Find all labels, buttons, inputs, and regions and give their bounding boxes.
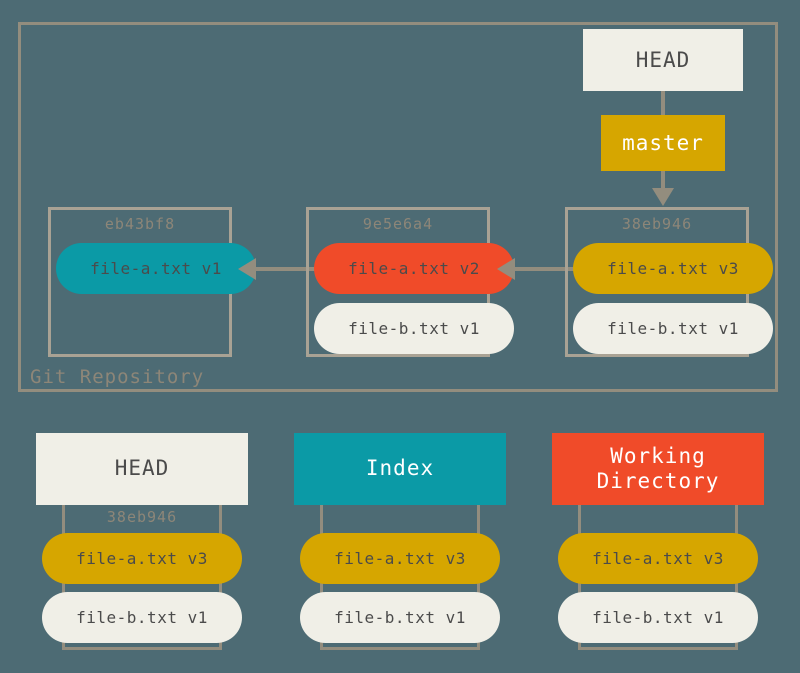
commit-3-file-b-pill[interactable]: file-b.txt v1: [573, 303, 773, 354]
git-repository-label: Git Repository: [30, 366, 205, 388]
area-index-file-b-pill[interactable]: file-b.txt v1: [300, 592, 500, 643]
commit-1-file-a-pill[interactable]: file-a.txt v1: [56, 243, 256, 294]
commit-hash-1: eb43bf8: [104, 215, 176, 233]
area-head-file-b-pill[interactable]: file-b.txt v1: [42, 592, 242, 643]
commit-hash-2: 9e5e6a4: [362, 215, 434, 233]
commit-3-file-a-pill[interactable]: file-a.txt v3: [573, 243, 773, 294]
commit-2-file-a-pill[interactable]: file-a.txt v2: [314, 243, 514, 294]
arrow-down-icon: [652, 188, 674, 206]
commit-2-file-b-pill[interactable]: file-b.txt v1: [314, 303, 514, 354]
area-working-directory-title-line2: Directory: [596, 469, 720, 493]
connector-commit3-to-commit2: [515, 267, 575, 271]
connector-head-to-master: [661, 91, 665, 115]
area-working-directory-title-line1: Working: [610, 443, 706, 468]
area-index-file-a-pill[interactable]: file-a.txt v3: [300, 533, 500, 584]
area-head-subtitle: 38eb946: [106, 508, 178, 526]
area-working-directory-file-b-pill[interactable]: file-b.txt v1: [558, 592, 758, 643]
area-head-header[interactable]: HEAD: [36, 433, 248, 505]
master-branch-box[interactable]: master: [601, 115, 725, 171]
arrow-left-icon-1: [238, 258, 256, 280]
head-pointer-box[interactable]: HEAD: [583, 29, 743, 91]
area-working-directory-file-a-pill[interactable]: file-a.txt v3: [558, 533, 758, 584]
git-repository-frame: [18, 22, 778, 392]
area-index-header[interactable]: Index: [294, 433, 506, 505]
area-working-directory-header[interactable]: Working Directory: [552, 433, 764, 505]
connector-commit2-to-commit1: [256, 267, 316, 271]
area-head-file-a-pill[interactable]: file-a.txt v3: [42, 533, 242, 584]
commit-hash-3: 38eb946: [621, 215, 693, 233]
connector-master-to-commit: [661, 171, 665, 189]
arrow-left-icon-2: [497, 258, 515, 280]
